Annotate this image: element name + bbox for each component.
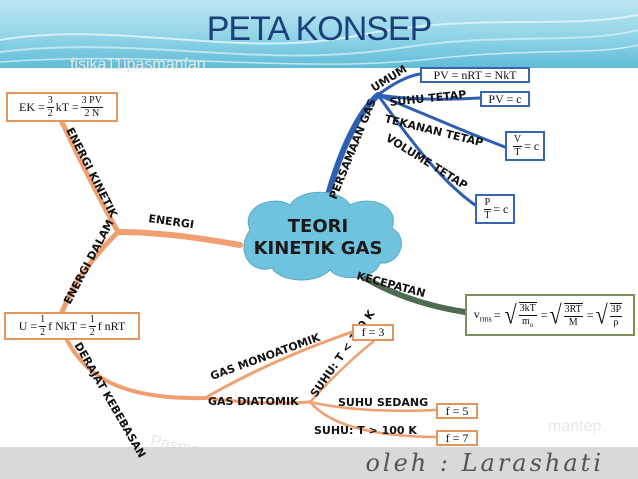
- formula-umum: PV = nRT = NkT: [420, 67, 530, 83]
- numerator: 3: [46, 94, 54, 108]
- footer-bar: [0, 447, 638, 479]
- header-banner: PETA KONSEP: [0, 0, 638, 68]
- branch-volume-tetap: [376, 93, 477, 207]
- numerator: 3RT: [563, 303, 583, 317]
- denominator-subscript: o: [529, 320, 534, 329]
- formula-suhu-tetap: PV = c: [480, 91, 530, 107]
- denominator: 2: [89, 326, 95, 338]
- center-title-line1: TEORI: [288, 216, 348, 237]
- numerator: 3P: [609, 303, 623, 317]
- branch-energi: [115, 229, 243, 248]
- denominator: 2 N: [84, 107, 100, 119]
- label-suhu-rendah: SUHU: T < 100 K: [308, 308, 378, 400]
- branch-monoatomik: [203, 330, 354, 400]
- formula-text: = c: [493, 201, 509, 216]
- page-title: PETA KONSEP: [206, 10, 433, 48]
- label-gas-diatomik: GAS DIATOMIK: [208, 395, 299, 408]
- formula-text: EK =: [19, 99, 45, 114]
- sqrt-icon: √: [595, 299, 608, 330]
- denominator: T: [514, 146, 521, 158]
- branch-energi-dalam: [59, 229, 121, 315]
- formula-text: =: [493, 307, 501, 322]
- denominator-symbol: m: [522, 315, 530, 327]
- label-suhu-tetap: SUHU TETAP: [389, 88, 467, 109]
- vrms-symbol: v: [473, 306, 480, 321]
- formula-text: U =: [18, 318, 38, 333]
- branch-derajat: [60, 328, 207, 401]
- denominator: M: [568, 316, 578, 328]
- branch-suhu-rendah: [308, 338, 377, 404]
- formula-f7: f = 7: [436, 430, 478, 446]
- branch-diatomik: [203, 396, 312, 405]
- formula-f3: f = 3: [352, 324, 394, 341]
- branch-suhu-tetap: [376, 93, 482, 101]
- formula-text: f NkT =: [48, 318, 87, 333]
- formula-text: vrms: [474, 307, 492, 323]
- denominator: ρ: [613, 316, 619, 328]
- label-suhu-tinggi: SUHU: T > 100 K: [314, 424, 417, 437]
- label-kecepatan: KECEPATAN: [355, 269, 427, 300]
- numerator: P: [483, 196, 492, 210]
- numerator: 1: [39, 313, 47, 327]
- branch-umum: [376, 72, 422, 97]
- label-energi: ENERGI: [148, 212, 195, 231]
- vrms-subscript: rms: [479, 314, 492, 324]
- formula-text: kT =: [55, 99, 79, 114]
- numerator: 3kT: [518, 302, 537, 316]
- sqrt-icon: √: [549, 299, 562, 330]
- label-energi-dalam: ENERGI DALAM: [61, 218, 117, 307]
- center-cloud: TEORI KINETIK GAS: [243, 191, 402, 281]
- numerator: V: [512, 133, 523, 147]
- denominator: mo: [522, 316, 533, 329]
- branch-energi-kinetik: [57, 115, 121, 235]
- branch-tekanan-tetap: [376, 93, 507, 149]
- numerator: 3 PV: [80, 94, 103, 108]
- label-persamaan-gas: PERSAMAAN GAS: [327, 97, 379, 201]
- numerator: 1: [88, 313, 96, 327]
- label-gas-monoatomik: GAS MONOATOMIK: [209, 331, 323, 383]
- author-credit: oleh : Larashati: [365, 449, 604, 477]
- denominator: T: [484, 209, 491, 221]
- label-derajat: DERAJAT KEBEBASAN: [71, 340, 148, 460]
- watermark-text: fisika11ipasmanfan: [70, 56, 206, 73]
- denominator: 2: [47, 107, 53, 119]
- sqrt-icon: √: [504, 299, 517, 330]
- label-energi-kinetik: ENERGI KINETIK: [63, 125, 120, 220]
- denominator: 2: [40, 326, 46, 338]
- branch-suhu-sedang: [308, 400, 438, 412]
- formula-text: f nRT: [97, 318, 126, 333]
- branch-suhu-tinggi: [308, 400, 438, 439]
- formula-text: =: [540, 307, 548, 322]
- header-waves: [0, 14, 638, 65]
- label-suhu-sedang: SUHU SEDANG: [338, 396, 428, 409]
- formula-f5: f = 5: [436, 403, 478, 419]
- center-title-line2: KINETIK GAS: [254, 238, 383, 259]
- watermark-text: mantep: [548, 418, 602, 435]
- formula-text: = c: [524, 138, 540, 153]
- formula-text: =: [586, 307, 594, 322]
